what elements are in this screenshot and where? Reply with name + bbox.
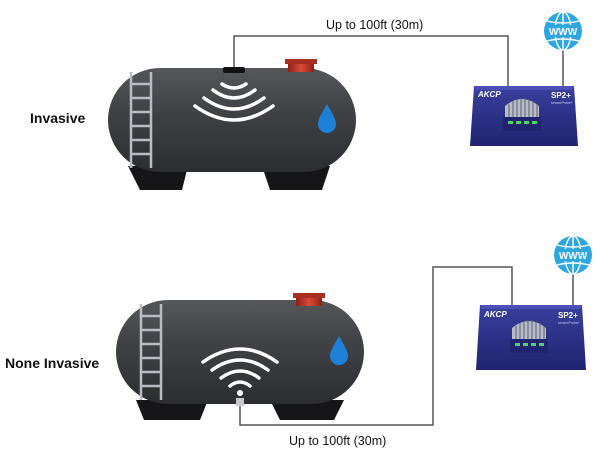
tank-bottom-cap (296, 296, 322, 306)
tank-top-cap (288, 62, 314, 72)
wifi-signal-icon (193, 82, 275, 122)
device-model-top: SP2+ (551, 91, 571, 100)
tank-bottom-body (116, 300, 364, 404)
device-grille-bottom (510, 320, 548, 353)
water-drop-icon (318, 104, 336, 133)
tank-top-cap-rim (285, 59, 317, 64)
device-model-sub-top: sensorProbe+ (551, 101, 573, 105)
water-drop-icon-bottom (330, 336, 348, 365)
sp2-device-top: AKCP SP2+ sensorProbe+ (470, 86, 578, 146)
cable-bottom (239, 266, 513, 426)
invasive-label: Invasive (30, 110, 86, 126)
device-model-sub-bottom: sensorProbe+ (558, 321, 580, 325)
tank-top (108, 59, 356, 190)
ladder-icon (129, 72, 153, 168)
tank-bottom-wheel-right (270, 400, 344, 420)
device-model-bottom: SP2+ (558, 311, 578, 320)
wifi-dot (237, 390, 243, 396)
globe-icon: WWW (544, 11, 582, 51)
device-grille-top (503, 98, 541, 131)
globe-icon-bottom: WWW (554, 235, 592, 275)
device-brand-top: AKCP (477, 90, 501, 99)
tank-bottom-wheel-left (136, 400, 208, 420)
cable-length-label-bottom: Up to 100ft (30m) (289, 434, 387, 448)
tank-bottom-cap-rim (293, 293, 325, 298)
wifi-signal-icon-bottom (201, 347, 279, 388)
sensor-probe-top (223, 67, 245, 73)
sensor-probe-bottom (236, 398, 244, 406)
ladder-icon-bottom (139, 304, 163, 400)
globe-www-top: WWW (549, 27, 578, 38)
sp2-device-bottom: AKCP SP2+ sensorProbe+ (476, 305, 586, 370)
cable-top (233, 35, 509, 86)
globe-www-bottom: WWW (559, 251, 588, 262)
tank-bottom (116, 293, 364, 420)
none-invasive-label: None Invasive (5, 355, 100, 371)
cable-length-label-top: Up to 100ft (30m) (326, 18, 424, 32)
device-brand-bottom: AKCP (483, 310, 507, 319)
